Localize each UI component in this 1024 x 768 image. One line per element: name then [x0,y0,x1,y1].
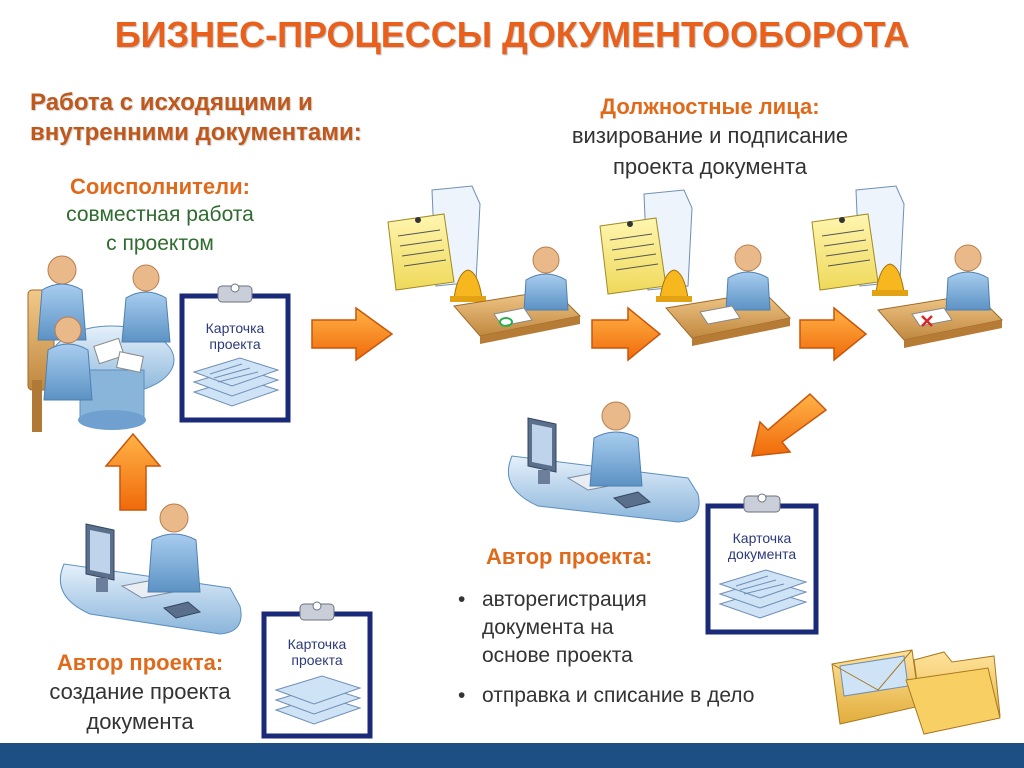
official-desk-icon [387,185,582,344]
officials-title: Должностные лица: [600,94,820,119]
author-computer-icon [59,503,242,635]
section-heading-outgoing: Работа с исходящими и внутренними докуме… [30,88,362,148]
official-desk-icon [599,189,792,346]
author-right-title-block: Автор проекта: [486,544,706,570]
project-card-label-bottom: Карточка проекта [272,636,362,668]
project-card-clipboard-bottom: Карточка проекта [261,600,373,739]
bullet2-text: отправка и списание в дело [482,684,755,707]
meeting-icon [27,255,175,432]
author-left-line1: создание проекта [49,679,231,704]
coexecutors-block: Соисполнители: совместная работа с проек… [30,174,290,258]
project-card-clipboard-top: Карточка проекта [179,282,291,423]
card-label-line2: документа [727,546,797,562]
coexecutors-line1: совместная работа [66,203,254,226]
card-label-line2: проекта [209,336,261,352]
official-desk-icon [811,185,1004,348]
project-card-label-top: Карточка проекта [190,320,280,352]
card-label-line1: Карточка [287,636,347,652]
arrow-right-icon [311,306,394,362]
card-label-line1: Карточка [205,320,265,336]
section-heading-line2: внутренними документами: [30,119,362,146]
author-left-block: Автор проекта: создание проекта документ… [20,650,260,736]
folder-icon [905,651,1001,735]
arrow-right-icon [591,306,662,362]
officials-line2: проекта документа [613,154,807,179]
bullet1-line1: авторегистрация [482,588,647,611]
bullet-autoregistration: авторегистрация документа на основе прое… [456,586,836,670]
bullet1-line2: документа на [482,616,614,639]
card-label-line2: проекта [291,652,343,668]
bullet-send-and-file: отправка и списание в дело [456,682,836,710]
coexecutors-title: Соисполнители: [70,174,250,199]
officials-line1: визирование и подписание [571,123,849,148]
card-label-line1: Карточка [732,530,792,546]
clipboard-icon [261,601,373,739]
coexecutors-line2: с проектом [106,232,214,255]
author-computer-icon [507,401,700,523]
officials-block: Должностные лица: визирование и подписан… [520,94,900,182]
bullet1-line3: основе проекта [482,644,633,667]
footer-bar [0,743,1024,768]
arrow-up-icon [104,432,162,511]
arrow-right-icon [799,306,868,362]
arrow-down-left-icon [751,392,828,457]
author-left-line2: документа [86,709,194,734]
author-left-title: Автор проекта: [56,650,224,675]
document-card-label: Карточка документа [714,530,810,562]
clipboard-icon [179,283,291,423]
page-title: БИЗНЕС-ПРОЦЕССЫ ДОКУМЕНТООБОРОТА [114,14,910,55]
author-right-bullets: авторегистрация документа на основе прое… [456,586,836,710]
author-right-title: Автор проекта: [486,544,653,569]
section-heading-line1: Работа с исходящими и [30,89,313,116]
